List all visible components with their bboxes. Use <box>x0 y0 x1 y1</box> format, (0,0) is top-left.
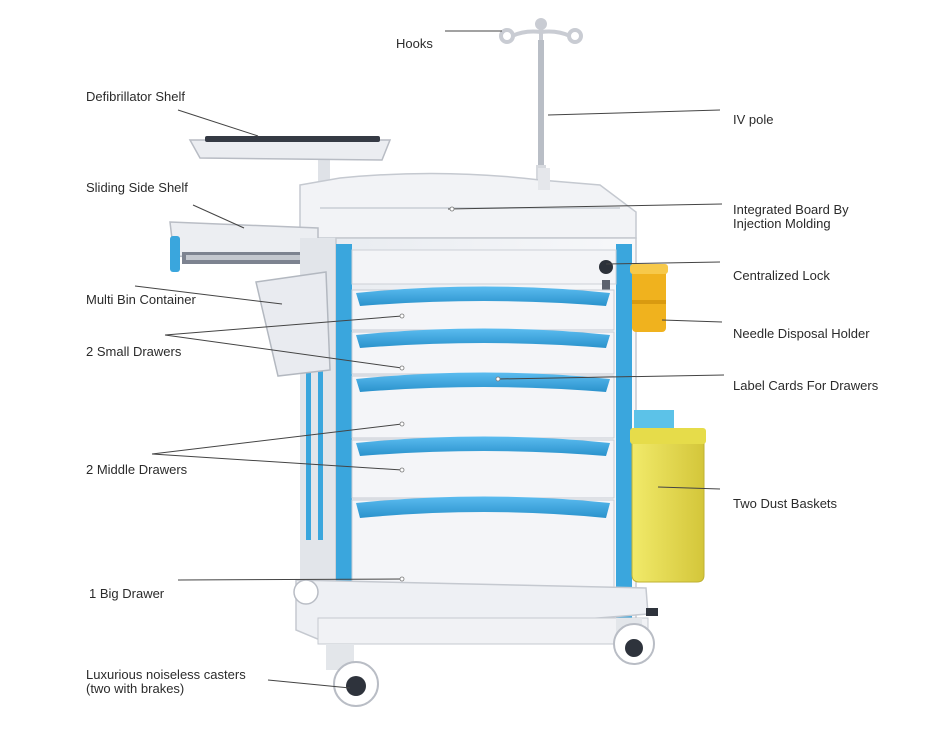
integrated-board <box>299 168 637 239</box>
label-small-drawers: 2 Small Drawers <box>86 344 182 359</box>
label-defibrillator-shelf: Defibrillator Shelf <box>86 89 185 104</box>
middle-drawer-2 <box>351 436 615 499</box>
top-panel <box>351 249 617 285</box>
label-centralized-lock: Centralized Lock <box>733 268 830 283</box>
label-iv-pole: IV pole <box>733 112 774 127</box>
label-label-cards: Label Cards For Drawers <box>733 378 879 393</box>
label-dust-baskets: Two Dust Baskets <box>733 496 838 511</box>
needle-disposal-holder <box>630 264 668 332</box>
sliding-side-shelf <box>169 221 322 272</box>
cabinet-right-blue-frame <box>616 244 632 624</box>
casters <box>293 579 658 707</box>
hooks <box>499 18 583 44</box>
label-casters: Luxurious noiseless casters (two with br… <box>86 667 246 696</box>
small-drawer-2 <box>351 328 615 375</box>
label-middle-drawers: 2 Middle Drawers <box>86 462 188 477</box>
dust-baskets <box>630 410 706 583</box>
small-drawer-1 <box>351 286 615 331</box>
multi-bin-container <box>255 271 331 377</box>
leader-lines <box>134 30 725 689</box>
iv-pole <box>536 40 546 185</box>
label-big-drawer: 1 Big Drawer <box>89 586 165 601</box>
label-hooks: Hooks <box>396 36 433 51</box>
label-integrated-board: Integrated Board By Injection Molding <box>733 202 849 231</box>
base-bumper <box>317 617 649 645</box>
cabinet-left-blue-frame <box>336 244 352 624</box>
label-multi-bin-container: Multi Bin Container <box>86 292 196 307</box>
middle-drawer-1 <box>351 372 615 439</box>
label-needle-disposal-holder: Needle Disposal Holder <box>733 326 870 341</box>
leader-dots <box>399 206 501 582</box>
side-blue-strips <box>306 300 323 540</box>
label-sliding-side-shelf: Sliding Side Shelf <box>86 180 188 195</box>
defibrillator-shelf <box>188 136 392 192</box>
